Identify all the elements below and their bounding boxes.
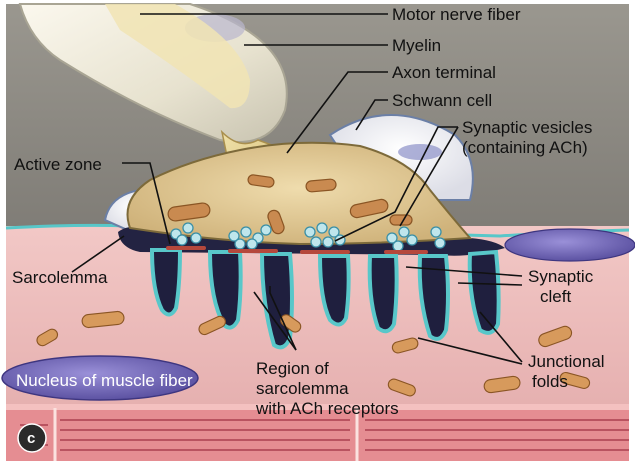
label-sarcolemma-2: sarcolemma (256, 379, 349, 398)
label-region-of: Region of (256, 359, 329, 378)
label-schwann-cell: Schwann cell (392, 91, 492, 110)
label-motor-nerve-fiber: Motor nerve fiber (392, 5, 521, 24)
schwann-cell-nucleus (398, 144, 442, 160)
label-synaptic-vesicles: Synaptic vesicles (462, 118, 592, 137)
label-containing-ach: (containing ACh) (462, 138, 588, 157)
label-cleft: cleft (540, 287, 571, 306)
label-sarcolemma: Sarcolemma (12, 268, 108, 287)
label-junctional: Junctional (528, 352, 605, 371)
label-synaptic: Synaptic (528, 267, 594, 286)
label-nucleus-of-muscle-fiber: Nucleus of muscle fiber (16, 371, 193, 390)
panel-badge: c (18, 424, 46, 452)
label-active-zone: Active zone (14, 155, 102, 174)
muscle-nucleus-right (505, 229, 635, 261)
label-with-ach-receptors: with ACh receptors (255, 399, 399, 418)
panel-letter: c (27, 430, 35, 447)
label-folds: folds (532, 372, 568, 391)
label-axon-terminal: Axon terminal (392, 63, 496, 82)
label-myelin: Myelin (392, 36, 441, 55)
